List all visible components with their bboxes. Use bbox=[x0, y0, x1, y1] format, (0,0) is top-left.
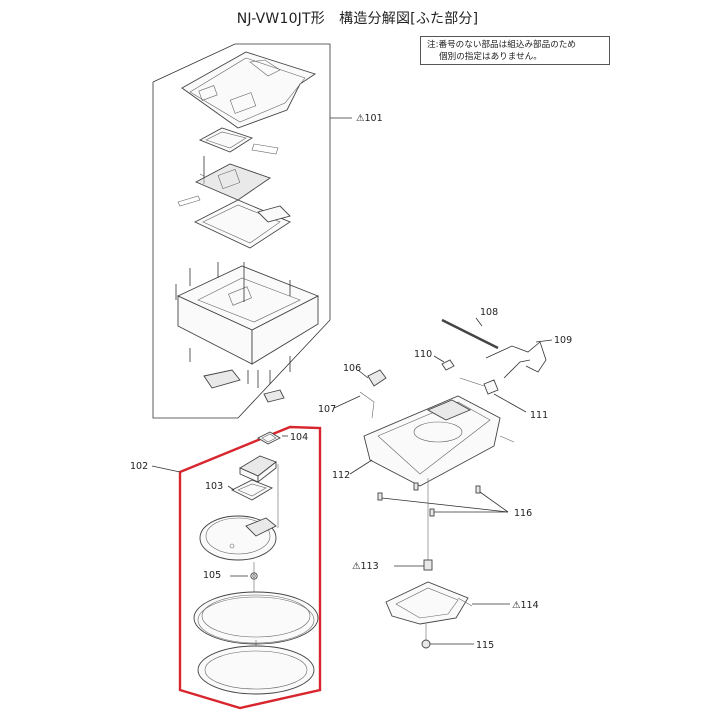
control-board bbox=[177, 163, 271, 207]
top-cover-panel bbox=[181, 51, 317, 129]
part-111-sensor bbox=[459, 377, 499, 395]
inner-lid-plate bbox=[199, 515, 277, 561]
part-109-spring bbox=[485, 341, 547, 379]
leader-102 bbox=[151, 465, 181, 473]
part-113-fitting bbox=[423, 559, 433, 571]
assembly-101-frame bbox=[152, 43, 331, 419]
leader-103 bbox=[227, 485, 235, 491]
inner-lid-ring bbox=[193, 591, 319, 645]
label-104: 104 bbox=[290, 432, 308, 443]
part-106-hook bbox=[367, 369, 387, 387]
note-line-1: 注:番号のない部品は組込み部品のため bbox=[427, 40, 576, 50]
part-107-latch bbox=[359, 391, 375, 419]
lid-seal bbox=[197, 645, 315, 695]
part-104-cap bbox=[257, 431, 281, 445]
label-109: 109 bbox=[554, 335, 572, 346]
label-106: 106 bbox=[343, 363, 361, 374]
label-114: ⚠114 bbox=[512, 600, 539, 611]
label-103: 103 bbox=[205, 481, 223, 492]
leader-111 bbox=[493, 393, 527, 413]
leader-108 bbox=[475, 317, 483, 327]
assembly-102-highlight bbox=[178, 425, 322, 710]
leader-110 bbox=[433, 355, 445, 363]
label-101: ⚠101 bbox=[356, 113, 383, 124]
part-114-plate bbox=[385, 581, 473, 625]
leader-107 bbox=[333, 395, 361, 409]
label-111: 111 bbox=[530, 410, 548, 421]
part-112-base bbox=[363, 395, 515, 487]
part-110-clip bbox=[441, 359, 455, 371]
note-line-2: 個別の指定はありません。 bbox=[439, 52, 542, 62]
frame-gasket bbox=[193, 199, 291, 249]
part-103-gasket bbox=[230, 479, 274, 501]
part-116-screws bbox=[377, 482, 509, 517]
label-102: 102 bbox=[130, 461, 148, 472]
leader-112 bbox=[349, 459, 373, 475]
lid-housing bbox=[176, 265, 320, 403]
label-107: 107 bbox=[318, 404, 336, 415]
steam-valve bbox=[239, 455, 277, 483]
part-115-nut bbox=[421, 639, 431, 649]
diagram-title: NJ-VW10JT形 構造分解図[ふた部分] bbox=[236, 11, 479, 27]
label-116: 116 bbox=[514, 508, 532, 519]
note-box: 注:番号のない部品は組込み部品のため 個別の指定はありません。 bbox=[420, 36, 610, 65]
inner-gasket bbox=[198, 127, 279, 155]
label-112: 112 bbox=[332, 470, 350, 481]
label-113: ⚠113 bbox=[352, 561, 379, 572]
label-110: 110 bbox=[414, 349, 432, 360]
label-108: 108 bbox=[480, 307, 498, 318]
part-108-rod bbox=[441, 318, 499, 350]
leader-106 bbox=[357, 369, 369, 379]
screws bbox=[175, 156, 291, 388]
leader-109 bbox=[535, 339, 553, 343]
label-105: 105 bbox=[203, 570, 221, 581]
label-115: 115 bbox=[476, 640, 494, 651]
